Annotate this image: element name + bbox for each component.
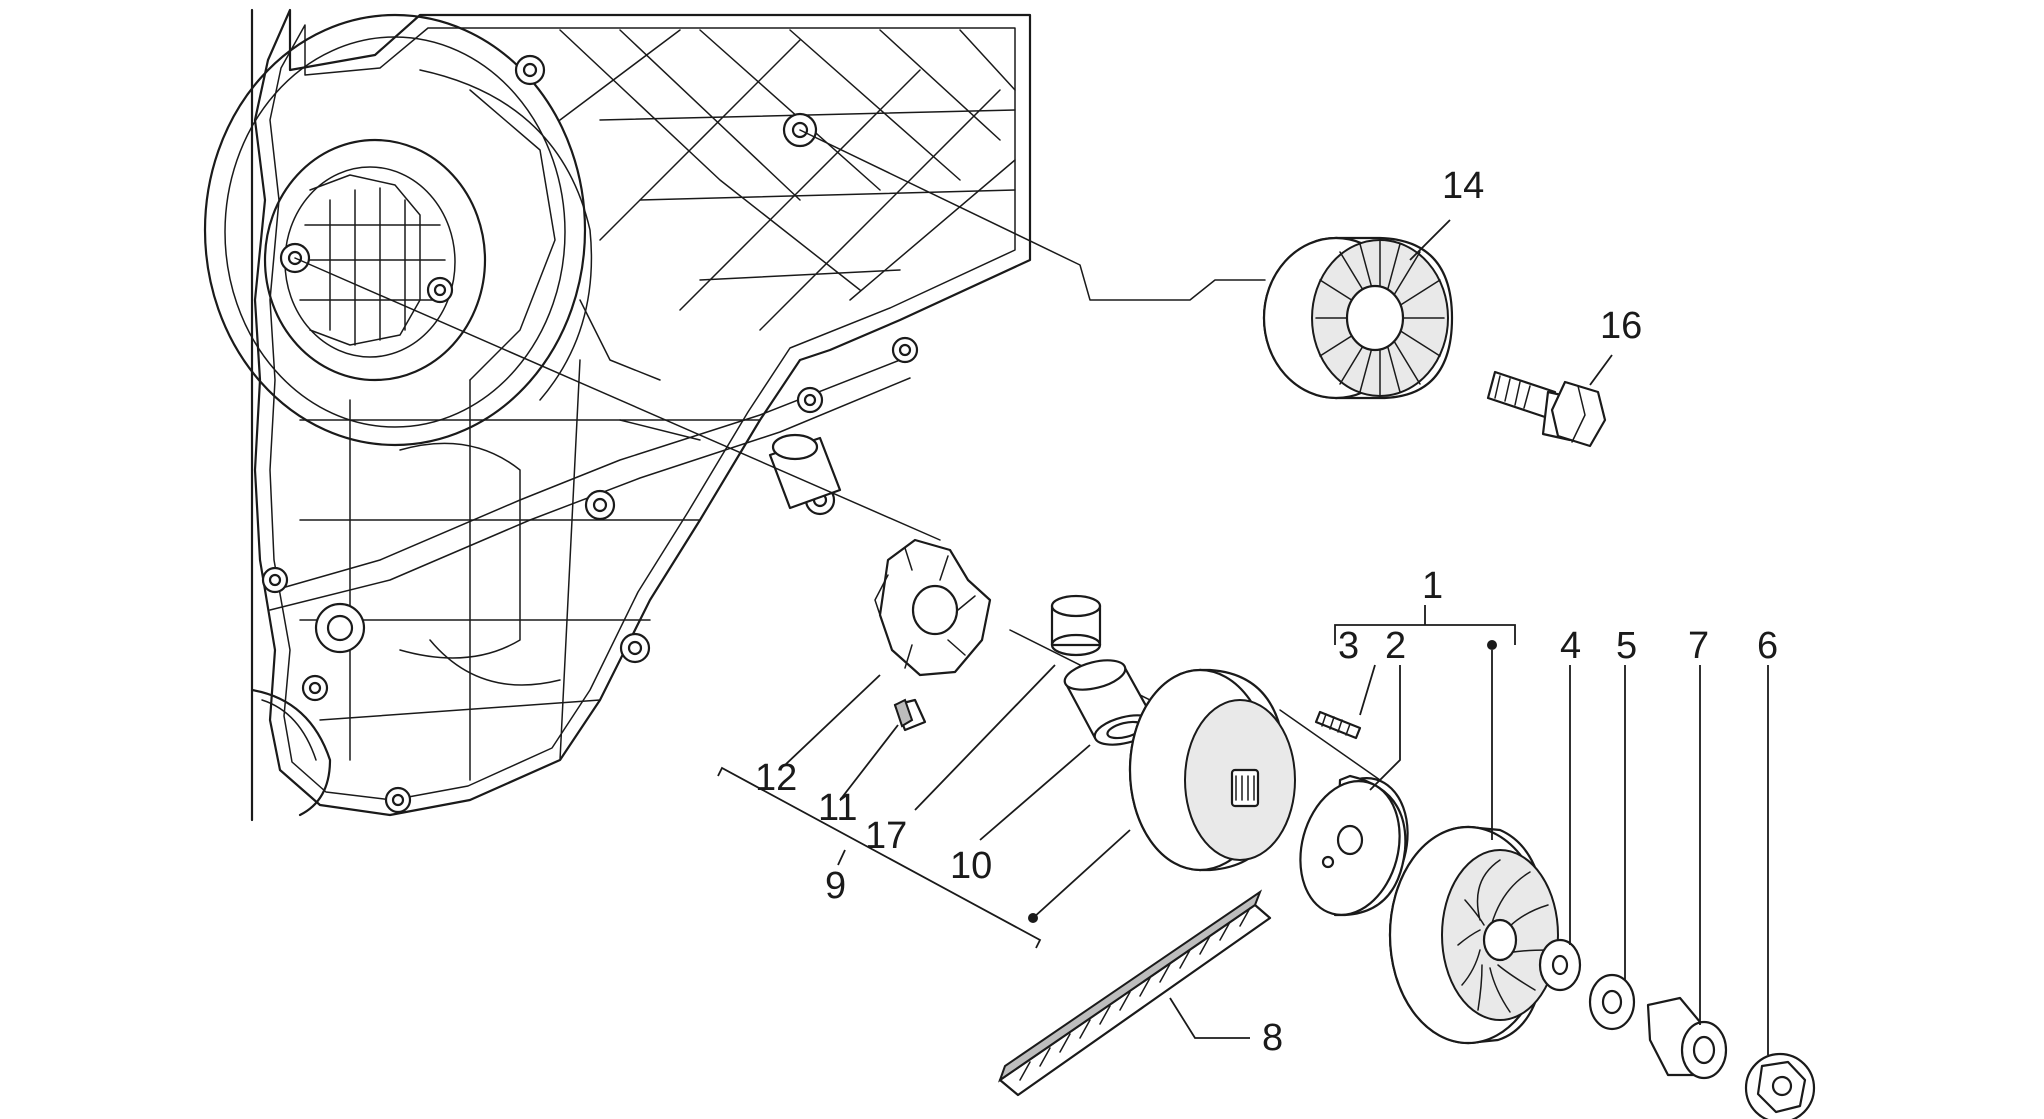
washer-4 [1538,938,1582,992]
nut-6 [1744,1052,1816,1119]
cover-bolt-holes [261,54,919,814]
callout-4: 4 [1560,625,1581,667]
callout-5: 5 [1616,625,1637,667]
slider-11 [893,698,927,732]
callout-17: 17 [865,815,907,857]
bracket-9 [717,766,1042,949]
callout-14: 14 [1442,165,1484,207]
callout-3: 3 [1338,625,1359,667]
washer-5 [1588,973,1636,1031]
callout-10: 10 [950,845,992,887]
callout-6: 6 [1757,625,1778,667]
callout-7: 7 [1688,625,1709,667]
crankcase-cover [203,8,1032,822]
fan-pulley-1 [1388,825,1559,1045]
movable-pulley-half [1128,668,1296,872]
drive-plate-12 [874,538,992,677]
callout-leaders [784,219,1769,1055]
bracket-1 [1334,605,1516,645]
bushing-17 [1050,594,1102,657]
callout-labels: 1 2 3 4 5 6 7 8 9 10 11 12 14 16 17 [755,165,1778,1059]
bolt-16 [1486,370,1607,448]
roller-bearing-14 [1262,236,1454,400]
marker-dot-1 [1487,640,1497,650]
spacer-7 [1646,996,1728,1080]
callout-12: 12 [755,757,797,799]
plate-2 [1299,774,1409,917]
callout-1: 1 [1422,565,1443,607]
callout-2: 2 [1385,625,1406,667]
callout-16: 16 [1600,305,1642,347]
callout-11: 11 [818,787,857,829]
belt-8 [998,889,1272,1097]
callout-8: 8 [1262,1017,1283,1059]
callout-9: 9 [825,865,846,907]
pin-3 [1314,710,1362,740]
